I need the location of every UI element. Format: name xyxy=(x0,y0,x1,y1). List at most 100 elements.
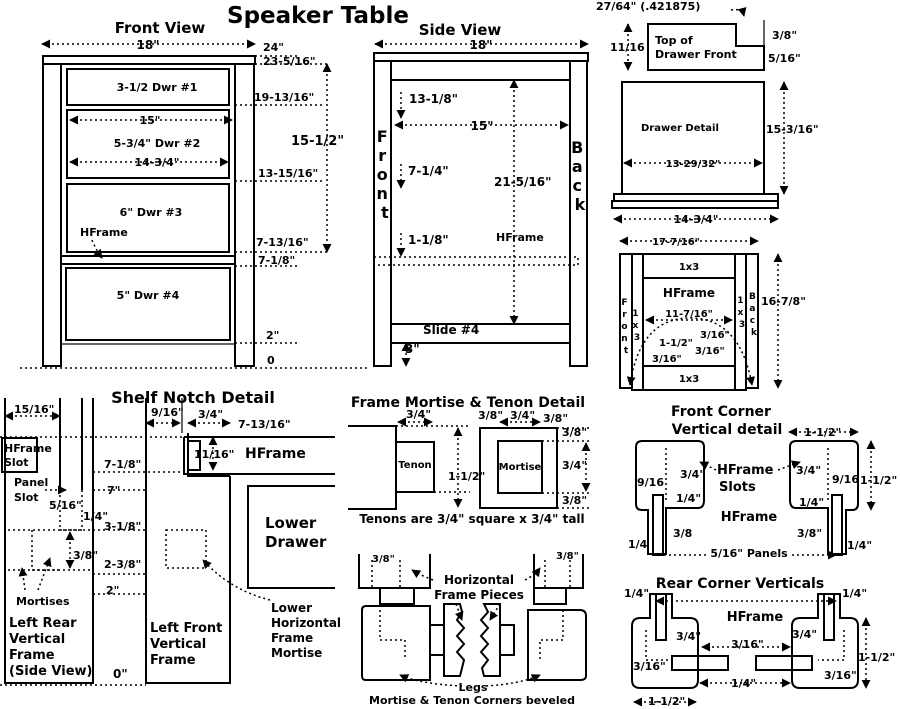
notch-dim-2-3-8: 2-3/8" xyxy=(104,558,141,571)
notch-dim-3-8: 3/8" xyxy=(73,549,98,562)
side-view-heading: Side View xyxy=(419,21,502,39)
front-corner-heading-2: Vertical detail xyxy=(672,422,783,438)
hframe-right-1x3: 1 x 3 xyxy=(737,296,746,330)
side-back-label: B a c k xyxy=(571,138,589,214)
lower-hframe-label: Lower Horizontal Frame Mortise xyxy=(271,601,345,660)
drawer-top-label-1: Top of xyxy=(655,34,693,47)
dim-3-16-a: 3/16" xyxy=(700,330,730,341)
fc-dim-1-4-b: 1/4" xyxy=(799,496,824,509)
fc-dim-1-4-d: 1/4" xyxy=(847,539,872,552)
fc-hframe-label: HFrame xyxy=(721,510,778,525)
drawer-2-inner-width: 14-3/4" xyxy=(135,156,180,169)
drawer-detail-label: Drawer Detail xyxy=(641,123,719,134)
front-view-heading: Front View xyxy=(115,19,206,37)
side-front-label: F r o n t xyxy=(377,127,394,222)
fc-dim-9-16-b: 9/16 xyxy=(832,473,859,486)
dim-9-16: 9/16" xyxy=(151,406,184,419)
rc-dim-1-4-c: 1/4" xyxy=(731,677,756,690)
mt-dim-3-4-a: 3/4" xyxy=(406,408,431,421)
rc-dim-1-1-2-a: 1-1/2" xyxy=(858,651,895,664)
fc-dim-1-4-c: 1/4 xyxy=(628,538,648,551)
side-dim-15: 15" xyxy=(471,119,494,133)
dim-15-3-16: 15-3/16" xyxy=(766,123,819,136)
legs-detail: 3/8" 3/8" Horizontal Frame Pieces Legs M… xyxy=(358,551,587,707)
hframe-bottom-1x3: 1x3 xyxy=(679,374,699,385)
panel-slot-1: Panel xyxy=(14,476,48,489)
side-dim-7-1-4: 7-1/4" xyxy=(408,164,449,178)
notch-dim-2: 2" xyxy=(106,584,119,597)
dim-0: 0 xyxy=(267,354,275,367)
rc-dim-3-16-b: 3/16" xyxy=(633,660,666,673)
notch-hframe-label: HFrame xyxy=(245,446,306,462)
dim-11-16: 11/16 xyxy=(610,41,645,54)
mortise-tenon-detail: Frame Mortise & Tenon Detail Tenon 3/4" … xyxy=(348,395,592,526)
notch-dim-1-4: 1/4" xyxy=(83,510,108,523)
hframe-plan-label: HFrame xyxy=(663,286,715,300)
dim-3-16-c: 3/16" xyxy=(652,354,682,365)
hframe-back-label: B a c k xyxy=(749,292,759,338)
notch-dim-7-1-8: 7-1/8" xyxy=(104,458,141,471)
side-dim-1-1-8: 1-1/8" xyxy=(408,233,449,247)
dim-13-29-32: 13-29/32" xyxy=(666,159,721,170)
side-hframe-label: HFrame xyxy=(496,231,544,244)
dim-1-1-2: 1-1/2" xyxy=(659,338,693,349)
dim-19-13-16: 19-13/16" xyxy=(254,91,314,104)
drawer-top-label-2: Drawer Front xyxy=(655,48,737,61)
notch-hframe-slot-2: Slot xyxy=(4,456,29,469)
mt-dim-3-8-a: 3/8" xyxy=(478,409,503,422)
drawer-4-label: 5" Dwr #4 xyxy=(117,289,180,302)
side-width-label: 18" xyxy=(470,38,493,52)
lower-drawer-1: Lower xyxy=(265,514,317,532)
notch-dim-3-1-8: 3-1/8" xyxy=(104,520,141,533)
mt-dim-3-8-d: 3/8" xyxy=(562,494,587,507)
mt-dim-3-4-c: 3/4" xyxy=(562,459,587,472)
rc-dim-1-4-a: 1/4" xyxy=(624,587,649,600)
dim-17-7-16: 17-7/16" xyxy=(652,237,700,248)
left-front-label: Left Front Vertical Frame xyxy=(150,621,227,668)
lower-drawer-2: Drawer xyxy=(265,533,327,551)
drawer-1-label: 3-1/2 Dwr #1 xyxy=(117,81,198,94)
dim-24: 24" xyxy=(263,41,284,54)
notch-hframe-slot-1: HFrame xyxy=(4,442,52,455)
notch-dim-5-16: 5/16" xyxy=(49,499,82,512)
fc-slots-2: Slots xyxy=(719,480,756,495)
dim-7-13-16: 7-13/16" xyxy=(256,236,309,249)
dim-5-16: 5/16" xyxy=(768,52,801,65)
rear-corner-heading: Rear Corner Verticals xyxy=(656,576,824,592)
front-view: Front View 18" 3-1/2 Dwr #1 15" 5-3/4" D… xyxy=(20,19,370,369)
mortise-tenon-heading: Frame Mortise & Tenon Detail xyxy=(351,395,585,411)
beveled-note: Mortise & Tenon Corners beveled xyxy=(369,694,575,707)
tenon-note: Tenons are 3/4" square x 3/4" tall xyxy=(359,512,584,526)
notch-dim-7-13-16: 7-13/16" xyxy=(238,418,291,431)
hframe-plan: 17-7/16" 1x3 1x3 HFrame F r o n t 1 x 3 … xyxy=(619,236,806,391)
dim-7-1-8: 7-1/8" xyxy=(258,254,295,267)
dim-15-1-2: 15-1/2" xyxy=(291,134,344,149)
dim-2: 2" xyxy=(266,329,279,342)
fc-slots-1: HFrame xyxy=(717,463,774,478)
drawer-detail: 27/64" (.421875) 11/16 Top of Drawer Fro… xyxy=(596,0,819,226)
rc-dim-1-1-2-b: 1-1/2" xyxy=(648,695,685,708)
front-corner-heading-1: Front Corner xyxy=(671,404,771,420)
mt-dim-3-8-b: 3/8" xyxy=(543,412,568,425)
drawer-3-label: 6" Dwr #3 xyxy=(120,206,183,219)
dim-27-64: 27/64" (.421875) xyxy=(596,0,700,13)
left-rear-label: Left Rear Vertical Frame (Side View) xyxy=(9,616,92,679)
side-dim-13-1-8: 13-1/8" xyxy=(409,92,458,106)
fc-dim-3-4-a: 3/4" xyxy=(680,468,705,481)
dim-14-3-4: 14-3/4" xyxy=(674,213,719,226)
legs-dim-3-8-b: 3/8" xyxy=(556,551,579,562)
legs-label: Legs xyxy=(459,681,488,694)
legs-dim-3-8-a: 3/8" xyxy=(372,554,395,565)
mortise-label: Mortise xyxy=(499,462,542,473)
tenon-label: Tenon xyxy=(398,460,431,471)
mt-dim-1-1-2: 1-1/2" xyxy=(448,470,485,483)
hframe-top-1x3: 1x3 xyxy=(679,262,699,273)
rear-corner-detail: Rear Corner Verticals 1/4" 1/4" HFrame 3… xyxy=(624,576,895,708)
front-hframe-label: HFrame xyxy=(80,226,128,239)
mt-dim-3-4-b: 3/4" xyxy=(510,409,535,422)
side-slide-label: Slide #4 xyxy=(423,323,479,337)
horizontal-label-2: Frame Pieces xyxy=(434,588,524,602)
rc-dim-3-4-b: 3/4" xyxy=(792,628,817,641)
dim-16-7-8: 16-7/8" xyxy=(761,295,806,308)
fc-panels-label: 5/16" Panels xyxy=(710,547,788,560)
